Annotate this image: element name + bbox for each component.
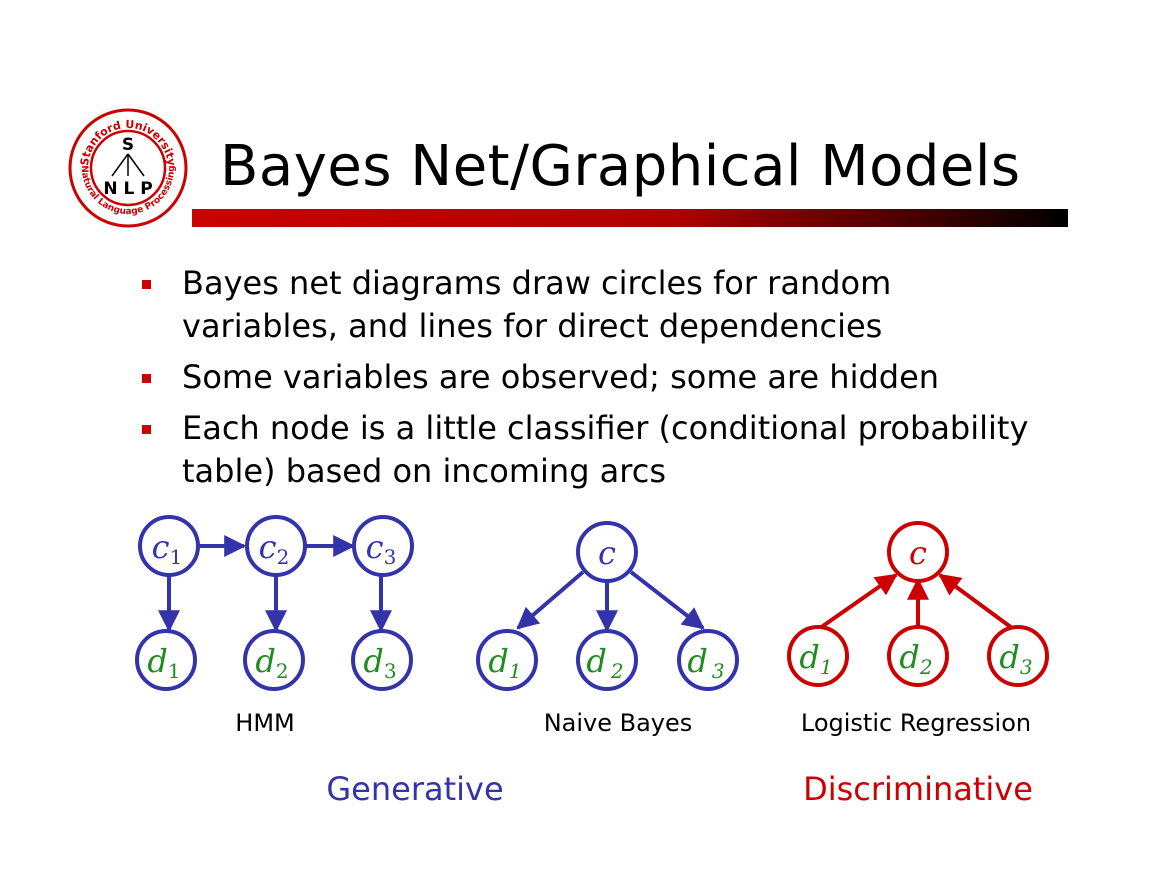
svg-text:c2: c2 bbox=[259, 528, 290, 569]
lr-arrow-d1-c bbox=[818, 573, 898, 630]
hmm-node-c1: c1 bbox=[138, 515, 200, 577]
svg-text:c: c bbox=[909, 534, 927, 572]
lr-node-d2: d2 bbox=[887, 625, 949, 687]
stanford-nlp-logo: Stanford University Natural Language Pro… bbox=[68, 108, 188, 228]
svg-text:d2: d2 bbox=[899, 638, 932, 679]
graphical-models-diagram: c1 c2 c3 d1 d2 d3 HMM c bbox=[135, 515, 1049, 808]
nb-node-c: c bbox=[576, 521, 638, 583]
bullet-square-icon bbox=[142, 280, 151, 289]
hmm-caption: HMM bbox=[235, 709, 294, 737]
svg-text:c1: c1 bbox=[152, 528, 183, 569]
bullet-item: Some variables are observed; some are hi… bbox=[140, 356, 1040, 399]
nb-arrow-c-d3 bbox=[629, 570, 705, 630]
bullet-list: Bayes net diagrams draw circles for rand… bbox=[140, 262, 1040, 501]
bullet-square-icon bbox=[142, 425, 151, 434]
svg-text:d2: d2 bbox=[586, 642, 623, 683]
naive-bayes-caption: Naive Bayes bbox=[544, 709, 693, 737]
hmm-node-d1: d1 bbox=[135, 629, 197, 691]
lr-node-d1: d1 bbox=[787, 625, 849, 687]
logo-letters-nlp: N L P bbox=[103, 179, 152, 199]
hmm-node-c2: c2 bbox=[245, 515, 307, 577]
bullet-item: Each node is a little classifier (condit… bbox=[140, 407, 1040, 493]
svg-text:d3: d3 bbox=[999, 638, 1032, 679]
hmm-node-d3: d3 bbox=[351, 629, 413, 691]
hmm-node-d2: d2 bbox=[243, 629, 305, 691]
svg-text:d1: d1 bbox=[147, 642, 180, 683]
bullet-square-icon bbox=[142, 374, 151, 383]
hmm-model: c1 c2 c3 d1 d2 d3 HMM bbox=[135, 515, 414, 737]
nb-arrow-c-d1 bbox=[516, 570, 585, 630]
svg-text:c: c bbox=[598, 534, 616, 572]
lr-arrow-d3-c bbox=[938, 573, 1014, 630]
title-underline-bar bbox=[192, 209, 1068, 227]
hmm-node-c3: c3 bbox=[352, 515, 414, 577]
lr-node-d3: d3 bbox=[987, 625, 1049, 687]
lr-node-c: c bbox=[887, 521, 949, 583]
svg-text:d3: d3 bbox=[687, 642, 724, 683]
slide-title: Bayes Net/Graphical Models bbox=[220, 134, 1021, 199]
logo-letter-s: S bbox=[122, 135, 134, 155]
svg-text:d1: d1 bbox=[488, 642, 521, 683]
bullet-item: Bayes net diagrams draw circles for rand… bbox=[140, 262, 1040, 348]
svg-text:d1: d1 bbox=[799, 638, 832, 679]
svg-text:d3: d3 bbox=[363, 642, 396, 683]
discriminative-label: Discriminative bbox=[803, 770, 1033, 808]
generative-label: Generative bbox=[326, 770, 503, 808]
svg-text:c3: c3 bbox=[366, 528, 397, 569]
svg-text:d2: d2 bbox=[255, 642, 288, 683]
logistic-regression-model: c d1 d2 d3 Logistic Regression bbox=[787, 521, 1049, 737]
logistic-regression-caption: Logistic Regression bbox=[801, 709, 1031, 737]
nb-node-d1: d1 bbox=[476, 629, 538, 691]
